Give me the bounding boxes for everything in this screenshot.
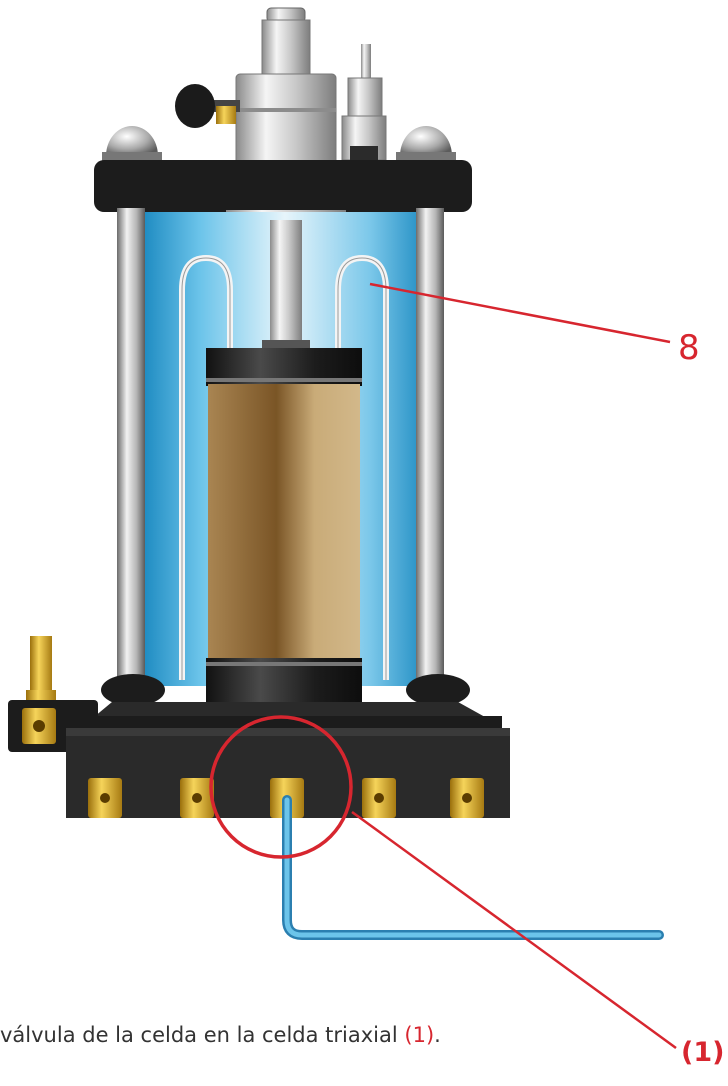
callout-label-1: (1) — [681, 1037, 725, 1068]
soil-specimen — [208, 384, 360, 660]
knob-icon — [175, 84, 240, 128]
caption: válvula de la celda en la celda triaxial… — [0, 1023, 441, 1047]
air-valve-icon — [341, 44, 387, 161]
caption-end: . — [434, 1023, 441, 1047]
callout-label-8: 8 — [678, 328, 700, 368]
tie-rod-left — [117, 208, 145, 686]
leader-line-1 — [351, 810, 677, 1050]
leader-line-8 — [369, 282, 671, 344]
top-fittings — [102, 7, 456, 165]
top-plate — [94, 160, 472, 212]
knob-icon — [406, 674, 470, 706]
valve-port-icon — [362, 778, 396, 818]
valve-port-icon — [180, 778, 214, 818]
caption-text: válvula de la celda en la celda triaxial — [0, 1023, 398, 1047]
highlight-circle — [209, 715, 353, 859]
dome-nut-icon — [396, 126, 456, 162]
valve-port-icon — [450, 778, 484, 818]
tie-rod-right — [416, 208, 444, 686]
loading-piston — [270, 220, 302, 348]
valve-port-icon — [88, 778, 122, 818]
knob-icon — [101, 674, 165, 706]
caption-ref: (1) — [404, 1023, 435, 1047]
dome-nut-icon — [102, 126, 162, 162]
